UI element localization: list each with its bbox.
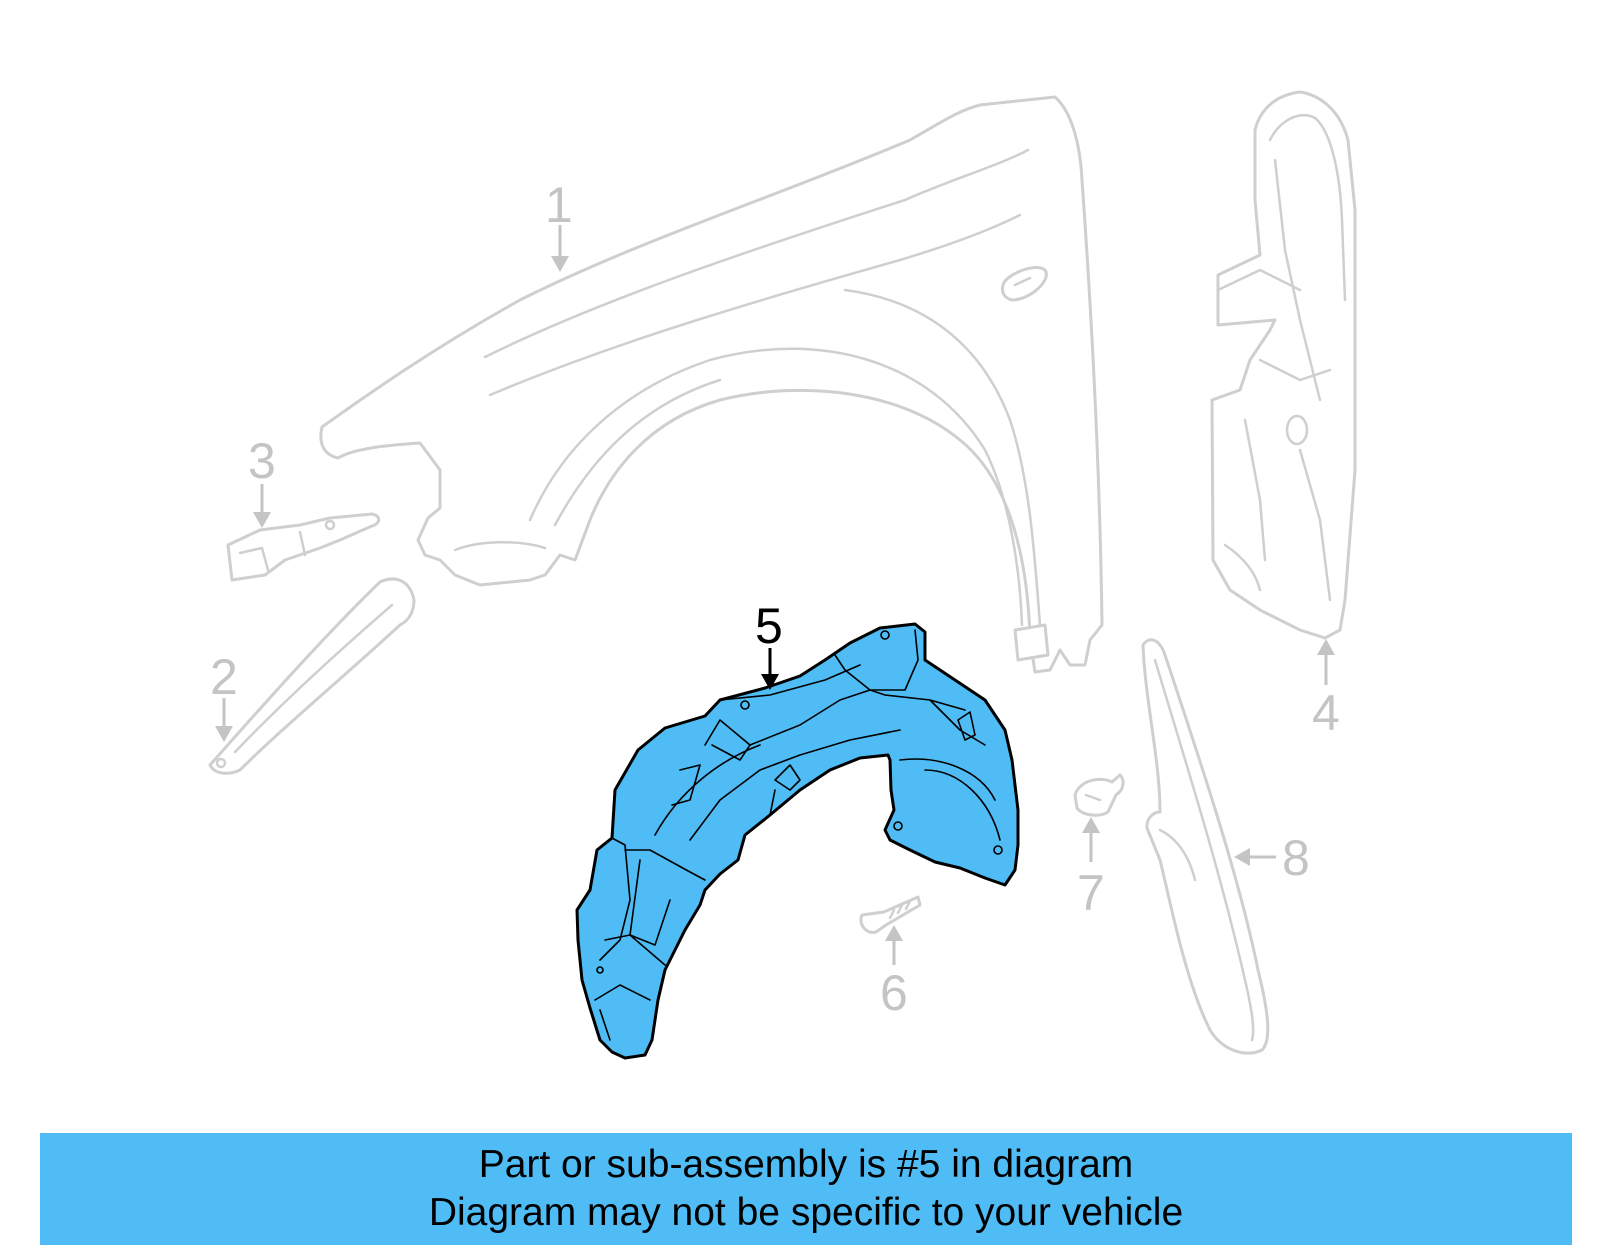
parts-diagram: 1 2 3 4 5 6 7 8 <box>208 90 1357 1060</box>
callout-6: 6 <box>880 925 908 1021</box>
side-panel-part-4 <box>1210 90 1357 640</box>
fender-liner-part-5 <box>575 622 1020 1060</box>
svg-text:8: 8 <box>1282 830 1310 886</box>
svg-text:7: 7 <box>1077 865 1105 921</box>
banner-line-disclaimer: Diagram may not be specific to your vehi… <box>428 1191 1184 1234</box>
callout-8: 8 <box>1234 830 1310 886</box>
svg-text:1: 1 <box>545 177 573 233</box>
svg-text:5: 5 <box>755 598 783 654</box>
svg-text:3: 3 <box>248 433 276 489</box>
callout-7: 7 <box>1077 817 1105 921</box>
bracket-part-3 <box>226 512 381 582</box>
fender-part-1 <box>319 95 1104 674</box>
svg-text:6: 6 <box>880 965 908 1021</box>
svg-text:2: 2 <box>210 649 238 705</box>
callout-5: 5 <box>755 598 783 690</box>
info-banner: Part or sub-assembly is #5 in diagram Di… <box>40 1133 1572 1245</box>
trim-strip-part-8 <box>1141 638 1270 1055</box>
clip-part-7 <box>1073 773 1125 817</box>
callout-4: 4 <box>1312 639 1340 741</box>
molding-part-2 <box>208 577 416 775</box>
callout-2: 2 <box>210 649 238 742</box>
svg-text:4: 4 <box>1312 685 1340 741</box>
callout-1: 1 <box>545 177 573 272</box>
callout-3: 3 <box>248 433 276 528</box>
banner-line-part-number: Part or sub-assembly is #5 in diagram <box>478 1143 1134 1186</box>
screw-part-6 <box>859 895 922 934</box>
